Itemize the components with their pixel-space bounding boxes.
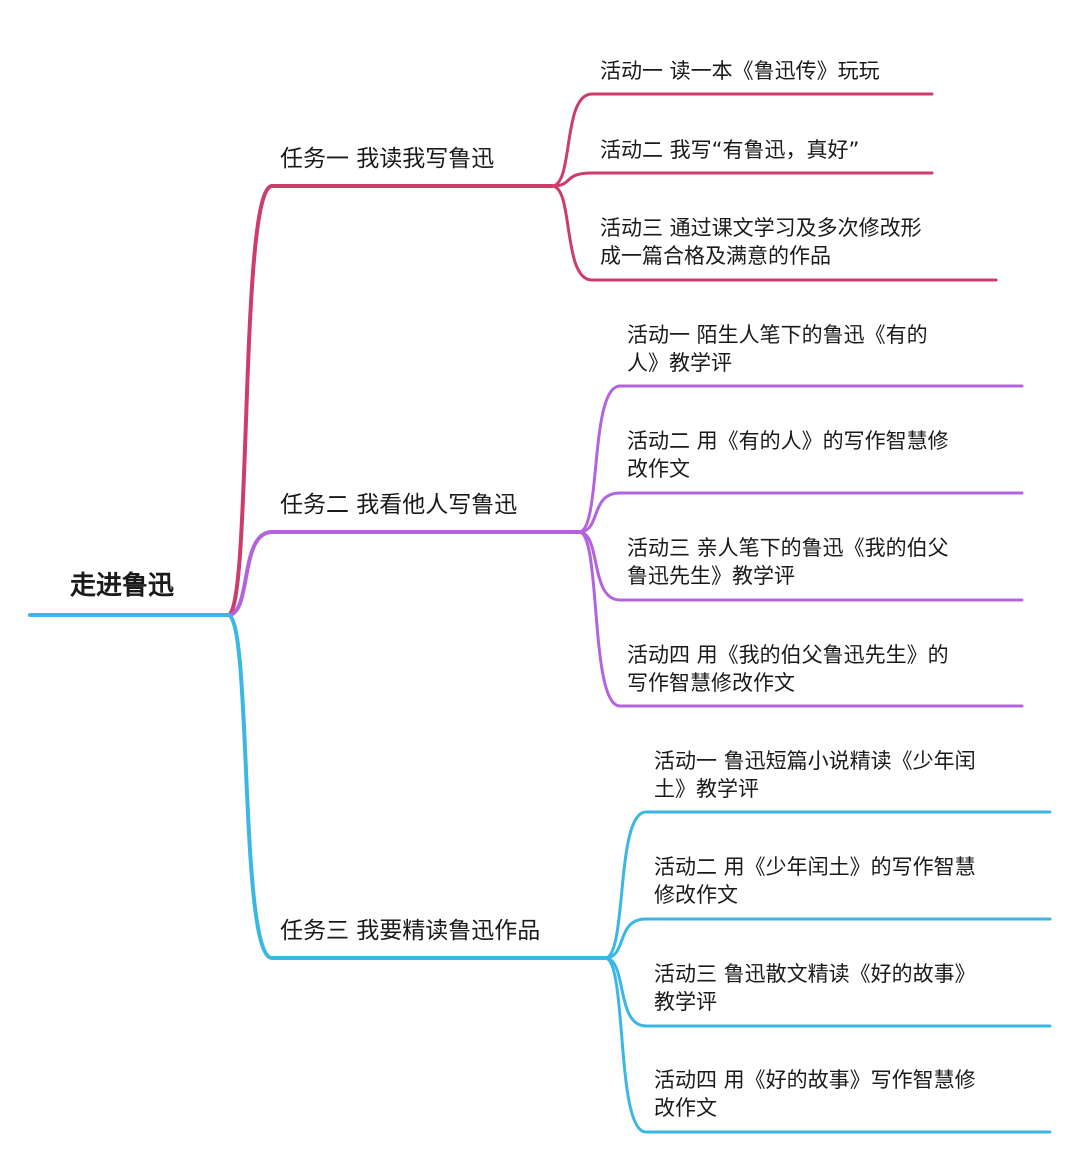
task-2-activity-3: 活动三 亲人笔下的鲁迅《我的伯父 鲁迅先生》教学评 — [627, 534, 949, 590]
task-1-activity-3: 活动三 通过课文学习及多次修改形 成一篇合格及满意的作品 — [600, 214, 922, 270]
activity-line: 活动四 用《我的伯父鲁迅先生》的 — [627, 643, 949, 667]
activity-line: 教学评 — [654, 990, 717, 1014]
activity-line: 活动二 用《少年闰土》的写作智慧 — [654, 855, 976, 879]
task-1-activity-1-connector — [550, 92, 594, 188]
root-to-task-3-connector — [226, 613, 274, 960]
task-3-activity-2: 活动二 用《少年闰土》的写作智慧 修改作文 — [654, 853, 976, 909]
root-to-task-2-connector — [226, 530, 274, 617]
activity-line: 修改作文 — [654, 883, 738, 907]
task-3-activity-4-connector — [603, 956, 648, 1134]
task-1-label: 任务一 我读我写鲁迅 — [280, 146, 495, 172]
activity-line: 土》教学评 — [654, 777, 759, 801]
activity-line: 活动二 用《有的人》的写作智慧修 — [627, 429, 949, 453]
task-2-activity-4-connector — [577, 530, 622, 708]
activity-line: 鲁迅先生》教学评 — [627, 564, 795, 588]
task-3-activity-1: 活动一 鲁迅短篇小说精读《少年闰 土》教学评 — [654, 747, 976, 803]
task-3-label: 任务三 我要精读鲁迅作品 — [280, 918, 541, 944]
activity-line: 成一篇合格及满意的作品 — [600, 244, 831, 268]
activity-line: 活动三 通过课文学习及多次修改形 — [600, 216, 922, 240]
task-3-activity-1-connector — [603, 810, 648, 960]
activity-line: 活动三 亲人笔下的鲁迅《我的伯父 — [627, 536, 949, 560]
task-1-activity-3-connector — [550, 184, 594, 282]
root-to-task-1-connector — [226, 184, 274, 617]
activity-line: 活动一 鲁迅短篇小说精读《少年闰 — [654, 749, 976, 773]
task-3-activity-2-connector — [603, 917, 648, 960]
activity-line: 写作智慧修改作文 — [627, 671, 795, 695]
task-1-activity-1: 活动一 读一本《鲁迅传》玩玩 — [600, 57, 880, 85]
task-2-activity-4: 活动四 用《我的伯父鲁迅先生》的 写作智慧修改作文 — [627, 641, 949, 697]
task-2-activity-3-connector — [577, 530, 622, 602]
activity-line: 改作文 — [654, 1096, 717, 1120]
task-2-activity-2-connector — [577, 491, 622, 534]
activity-line: 活动三 鲁迅散文精读《好的故事》 — [654, 962, 976, 986]
activity-line: 活动四 用《好的故事》写作智慧修 — [654, 1068, 976, 1092]
activity-line: 活动一 读一本《鲁迅传》玩玩 — [600, 59, 880, 83]
task-2-label: 任务二 我看他人写鲁迅 — [280, 492, 518, 518]
activity-line: 人》教学评 — [627, 351, 732, 375]
task-3-activity-3: 活动三 鲁迅散文精读《好的故事》 教学评 — [654, 960, 976, 1016]
task-1-activity-2: 活动二 我写“有鲁迅，真好” — [600, 136, 859, 164]
task-3-activity-3-connector — [603, 956, 648, 1028]
root-node-label: 走进鲁迅 — [70, 571, 175, 601]
task-1-activity-2-connector — [550, 171, 594, 188]
task-2-activity-1: 活动一 陌生人笔下的鲁迅《有的 人》教学评 — [627, 321, 928, 377]
task-2-activity-2: 活动二 用《有的人》的写作智慧修 改作文 — [627, 427, 949, 483]
activity-line: 改作文 — [627, 457, 690, 481]
task-2-activity-1-connector — [577, 384, 622, 534]
activity-line: 活动二 我写“有鲁迅，真好” — [600, 138, 860, 162]
task-3-activity-4: 活动四 用《好的故事》写作智慧修 改作文 — [654, 1066, 976, 1122]
activity-line: 活动一 陌生人笔下的鲁迅《有的 — [627, 323, 928, 347]
